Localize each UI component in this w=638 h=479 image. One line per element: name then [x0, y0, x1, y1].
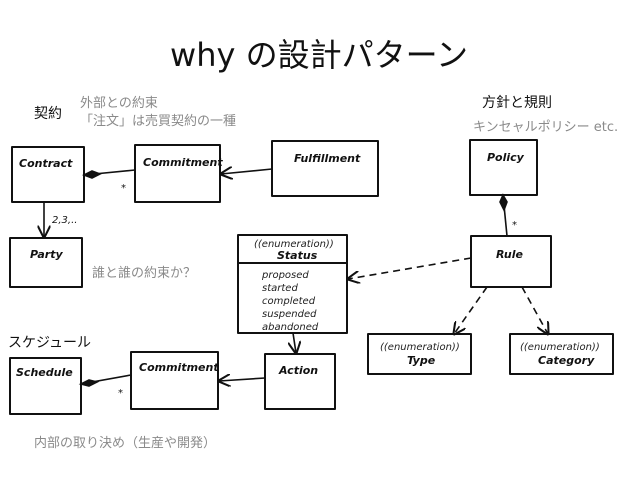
- arrow-action-commitment: [219, 378, 266, 381]
- category-label: Category: [538, 354, 595, 367]
- schedule-note: 内部の取り決め（生産や開発）: [34, 436, 217, 451]
- composition-diamond-contract: [82, 170, 102, 179]
- type-box: [367, 333, 472, 375]
- category-stereotype: ((enumeration)): [520, 342, 600, 353]
- contract-label: Contract: [19, 157, 73, 170]
- rule-label: Rule: [496, 248, 523, 261]
- arrow-fulfillment-commitment: [221, 169, 273, 174]
- composition-diamond-schedule: [78, 379, 100, 387]
- status-label: Status: [277, 249, 318, 262]
- status-value: abandoned: [262, 322, 319, 333]
- dependency-rule-type: [454, 286, 488, 334]
- commitment-top-box: [134, 144, 221, 203]
- schedule-section-label: スケジュール: [8, 335, 92, 351]
- party-box: [9, 237, 83, 288]
- fulfillment-label: Fulfillment: [294, 152, 361, 165]
- contract-note-order: 「注文」は売買契約の一種: [80, 114, 237, 129]
- rule-box: [470, 235, 552, 288]
- commitment-top-label: Commitment: [143, 156, 223, 169]
- multiplicity-schedule-commitment: *: [118, 388, 123, 399]
- fulfillment-box: [271, 140, 379, 197]
- party-note: 誰と誰の約束か？: [92, 266, 197, 281]
- composition-diamond-policy: [499, 193, 508, 212]
- action-label: Action: [278, 364, 318, 377]
- status-value: started: [262, 283, 298, 294]
- arrow-status-action: [293, 332, 296, 353]
- type-stereotype: ((enumeration)): [380, 342, 460, 353]
- schedule-label: Schedule: [16, 366, 73, 379]
- dependency-rule-category: [521, 286, 548, 334]
- action-box: [264, 353, 336, 410]
- dependency-rule-status: [348, 257, 472, 279]
- multiplicity-contract-commitment: *: [121, 183, 126, 194]
- multiplicity-policy-rule: *: [512, 220, 517, 231]
- commitment-bottom-label: Commitment: [139, 361, 219, 374]
- policy-box: [469, 139, 538, 196]
- multiplicity-contract-party: 2,3,..: [52, 215, 77, 226]
- status-stereotype: ((enumeration)): [254, 239, 334, 250]
- policy-section-label: 方針と規則: [482, 95, 552, 111]
- party-label: Party: [30, 248, 63, 261]
- slide-title: why の設計パターン: [170, 36, 468, 74]
- category-box: [509, 333, 614, 375]
- status-value: completed: [262, 296, 316, 307]
- status-value: suspended: [262, 309, 317, 320]
- policy-note: キンセャルポリシー etc.: [473, 120, 619, 135]
- status-value: proposed: [261, 270, 309, 281]
- contract-note-external: 外部との約束: [80, 96, 158, 111]
- contract-section-label: 契約: [34, 106, 62, 122]
- contract-box: [11, 146, 85, 203]
- type-label: Type: [407, 354, 436, 367]
- policy-label: Policy: [487, 151, 525, 164]
- schedule-box: [9, 357, 82, 415]
